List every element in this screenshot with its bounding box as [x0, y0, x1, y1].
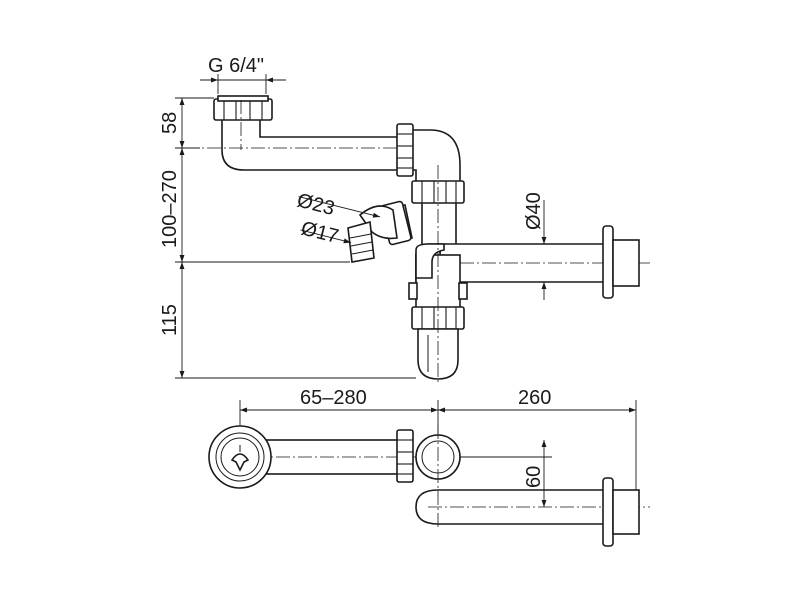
arm-nut: [396, 123, 414, 177]
height-100-270-label: 100–270: [159, 170, 181, 248]
strainer-icon: [230, 453, 250, 472]
thread-size-label: G 6/4": [208, 55, 264, 77]
height-58-label: 58: [159, 112, 181, 134]
diameter-23-label: Ø23: [295, 190, 337, 220]
diameter-17-label: Ø17: [299, 218, 341, 248]
plan-dimensions: 65–280 260 60: [239, 387, 637, 507]
width-65-280-label: 65–280: [300, 387, 367, 409]
plan-view: [208, 425, 650, 547]
elevation-dimensions: G 6/4" 58 100–270 115 Ø23 Ø17 Ø40: [159, 55, 547, 379]
inlet-arm-pipe: [221, 117, 401, 171]
trap-tee: [415, 243, 445, 279]
inlet-nut: [213, 95, 273, 121]
plan-arm-nut: [396, 429, 414, 483]
offset-60-label: 60: [523, 466, 545, 488]
plan-inlet: [208, 425, 272, 489]
trap-side-clips: [408, 282, 468, 300]
top-elbow: [407, 129, 461, 186]
height-115-label: 115: [159, 304, 181, 336]
wall-flange: [602, 225, 640, 299]
plan-wall-flange: [602, 477, 640, 547]
elevation-view: [185, 95, 650, 385]
diameter-40-label: Ø40: [523, 192, 545, 230]
hose-connector: [347, 200, 413, 263]
width-260-label: 260: [518, 387, 551, 409]
